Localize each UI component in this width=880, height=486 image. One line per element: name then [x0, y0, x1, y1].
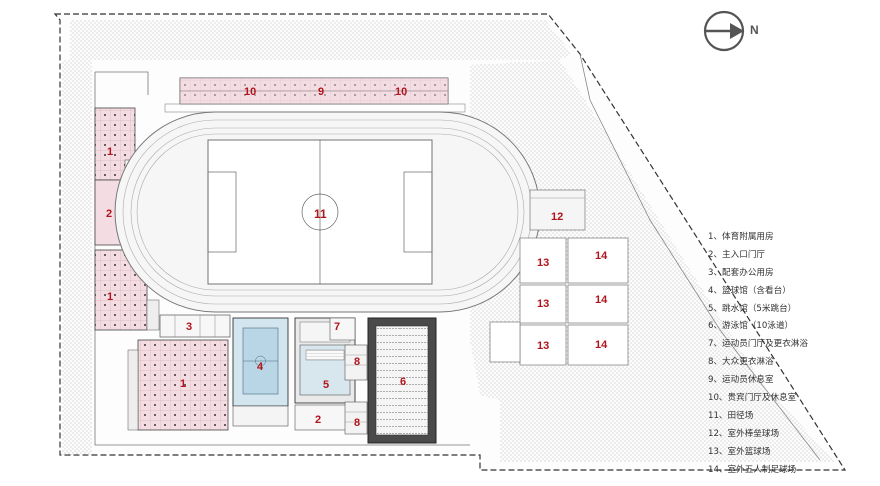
plaza-north	[60, 20, 572, 60]
north-arrow-icon	[703, 10, 745, 52]
legend-item: 14、室外五人制足球场	[708, 464, 797, 475]
label-rest-9: 9	[318, 86, 324, 98]
label-basketball-13-a: 13	[537, 257, 549, 269]
legend-item: 13、室外篮球场	[708, 446, 771, 457]
label-swimming-6: 6	[400, 376, 406, 388]
stadium	[114, 111, 541, 313]
north-label: N	[750, 23, 759, 37]
legend-item: 8、大众更衣淋浴	[708, 357, 774, 368]
legend: 1、体育附属用房 2、主入口门厅 3、配套办公用房 4、篮球馆（含看台） 5、跳…	[708, 229, 878, 479]
changing-room-bottom	[344, 401, 368, 435]
label-vip-10-left: 10	[244, 86, 256, 98]
label-basketball-4: 4	[257, 361, 264, 373]
label-basketball-13-c: 13	[537, 340, 549, 352]
ancillary-building-bottom	[137, 339, 229, 431]
label-basketball-13-b: 13	[537, 298, 549, 310]
label-office-3: 3	[186, 321, 192, 333]
label-ancillary-1-mid: 1	[107, 291, 113, 303]
outdoor-courts	[489, 237, 629, 366]
label-baseball-12: 12	[551, 211, 563, 223]
changing-room-top	[344, 344, 368, 381]
athlete-lobby	[329, 317, 356, 341]
label-changing-8-bottom: 8	[354, 417, 360, 429]
label-ancillary-1-bottom: 1	[180, 378, 186, 390]
label-ancillary-1: 1	[107, 146, 113, 158]
label-football-14-b: 14	[595, 294, 608, 306]
label-athlete-lobby-7: 7	[334, 321, 340, 333]
label-vip-10-right: 10	[395, 86, 407, 98]
label-entrance-2: 2	[315, 414, 321, 426]
label-football-14-c: 14	[595, 339, 608, 351]
baseball-field	[529, 189, 586, 231]
area-labels: 1 2 1 1 3 4 5 6 7 8 8 2 9 10 10 11 12 13…	[106, 86, 608, 429]
label-diving-5: 5	[323, 379, 329, 391]
label-changing-8-top: 8	[354, 356, 360, 368]
legend-item: 3、配套办公用房	[708, 267, 774, 278]
office-block	[159, 314, 231, 338]
legend-item: 11、田径场	[708, 410, 754, 421]
label-lobby-2: 2	[106, 208, 112, 220]
legend-item: 6、游泳馆（10泳道）	[708, 321, 794, 332]
label-track-11: 11	[314, 207, 327, 221]
legend-item: 2、主入口门厅	[708, 249, 766, 260]
legend-item: 1、体育附属用房	[708, 232, 774, 242]
legend-item: 5、跳水馆（5米跳台）	[708, 303, 797, 314]
legend-item: 7、运动员门厅及更衣淋浴	[708, 339, 808, 350]
label-football-14-a: 14	[595, 250, 608, 262]
legend-item: 12、室外棒垒球场	[708, 428, 780, 439]
plaza-west	[62, 60, 92, 455]
legend-item: 10、贵宾门厅及休息室	[708, 393, 797, 404]
legend-item: 4、篮球馆（含看台）	[708, 285, 791, 296]
legend-item: 9、运动员休息室	[708, 375, 774, 386]
